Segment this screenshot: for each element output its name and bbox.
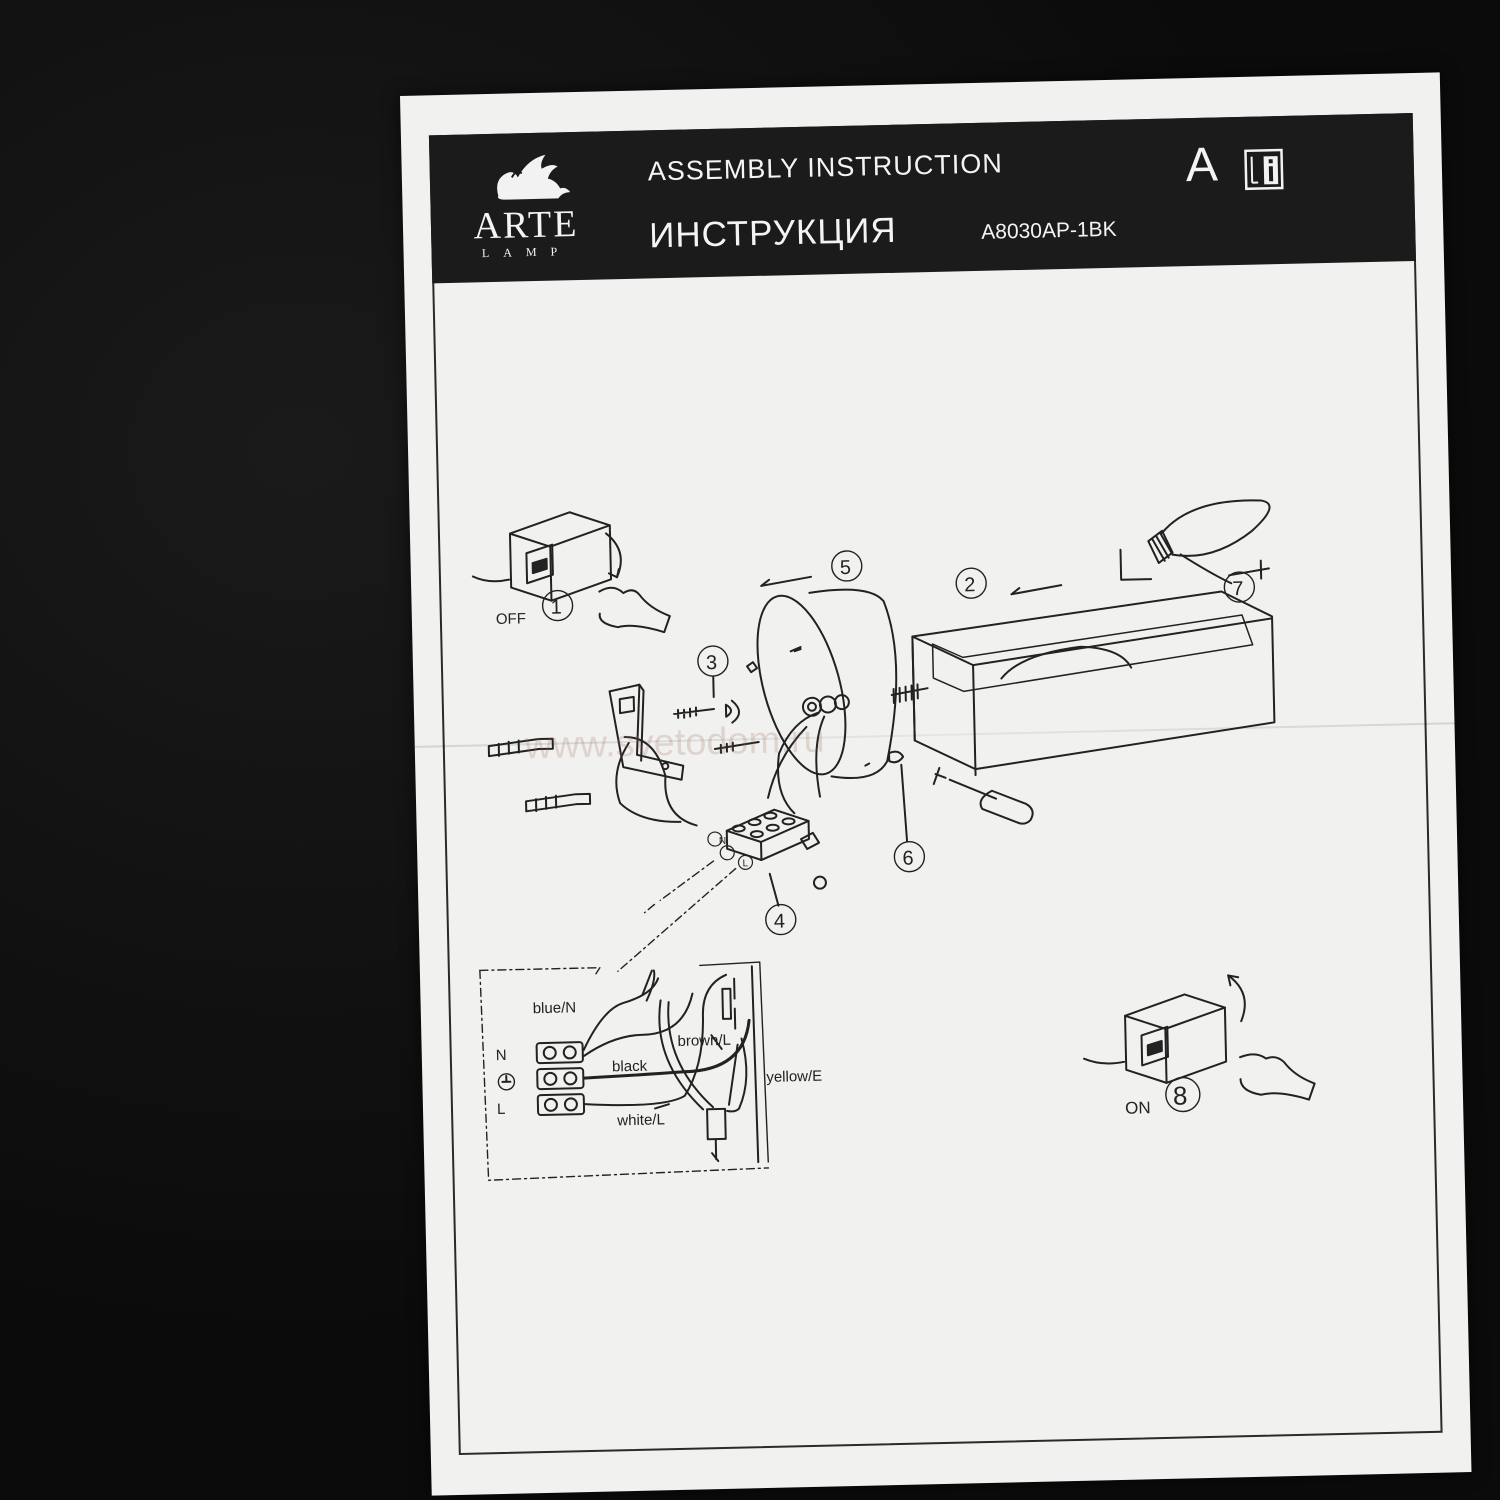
wire-yellow-label: yellow/E: [766, 1068, 822, 1086]
on-label: ON: [1125, 1098, 1151, 1118]
terminal-l-label: L: [742, 858, 748, 869]
switch-off-icon: [471, 511, 671, 634]
step-6-number: 6: [902, 848, 914, 870]
step-1-circle: [541, 589, 574, 622]
arrow-5: [760, 575, 813, 587]
header-band: ARTE LAMP ASSEMBLY INSTRUCTION ИНСТРУКЦИ…: [428, 113, 1417, 284]
step-7-circle: [1223, 571, 1256, 603]
step-6-circle: [893, 840, 926, 873]
assembly-diagram: OFF 1 2 3 4 5 6 7 8 ON N L blue/N black …: [471, 499, 1316, 1181]
step-2-number: 2: [964, 574, 976, 596]
wiring-n-mark: N: [496, 1047, 507, 1064]
instruction-sheet: ARTE LAMP ASSEMBLY INSTRUCTION ИНСТРУКЦИ…: [400, 72, 1472, 1496]
lion-logo-icon: [497, 154, 571, 200]
arrow-2: [1010, 584, 1063, 596]
wire-black-label: black: [612, 1058, 648, 1076]
step-4-number: 4: [774, 910, 786, 932]
wall-anchors: [487, 737, 592, 813]
terminal-block: [725, 808, 810, 861]
wiring-l-mark: L: [497, 1101, 506, 1118]
step-5-number: 5: [840, 557, 852, 579]
step-8-number: 8: [1173, 1080, 1188, 1110]
step-7-number: 7: [1232, 578, 1244, 600]
shade-box: [911, 590, 1276, 777]
terminal-n-label: N: [719, 836, 726, 847]
info-book-icon: [1244, 148, 1284, 191]
switch-on-icon: [1083, 974, 1316, 1101]
wire-brown-label: brown/L: [677, 1032, 731, 1050]
base-plate: [756, 588, 898, 780]
off-label: OFF: [496, 610, 526, 628]
wire-white-label: white/L: [616, 1111, 665, 1129]
mount-bracket: [608, 683, 685, 781]
wire-blue-label: blue/N: [533, 999, 577, 1017]
bulb-icon: [1147, 499, 1271, 585]
step-1-number: 1: [550, 596, 562, 618]
step-3-number: 3: [706, 652, 718, 674]
wiring-diagram-box: [479, 961, 770, 1181]
step-4-circle: [765, 903, 797, 936]
step-5-circle: [831, 550, 863, 582]
step-2-circle: [955, 567, 987, 599]
screwdriver-icon: [932, 766, 1034, 825]
paper: ARTE LAMP ASSEMBLY INSTRUCTION ИНСТРУКЦИ…: [400, 72, 1472, 1496]
watermark: www.svetodom.ru: [523, 719, 825, 768]
step-8-circle: [1165, 1076, 1201, 1113]
